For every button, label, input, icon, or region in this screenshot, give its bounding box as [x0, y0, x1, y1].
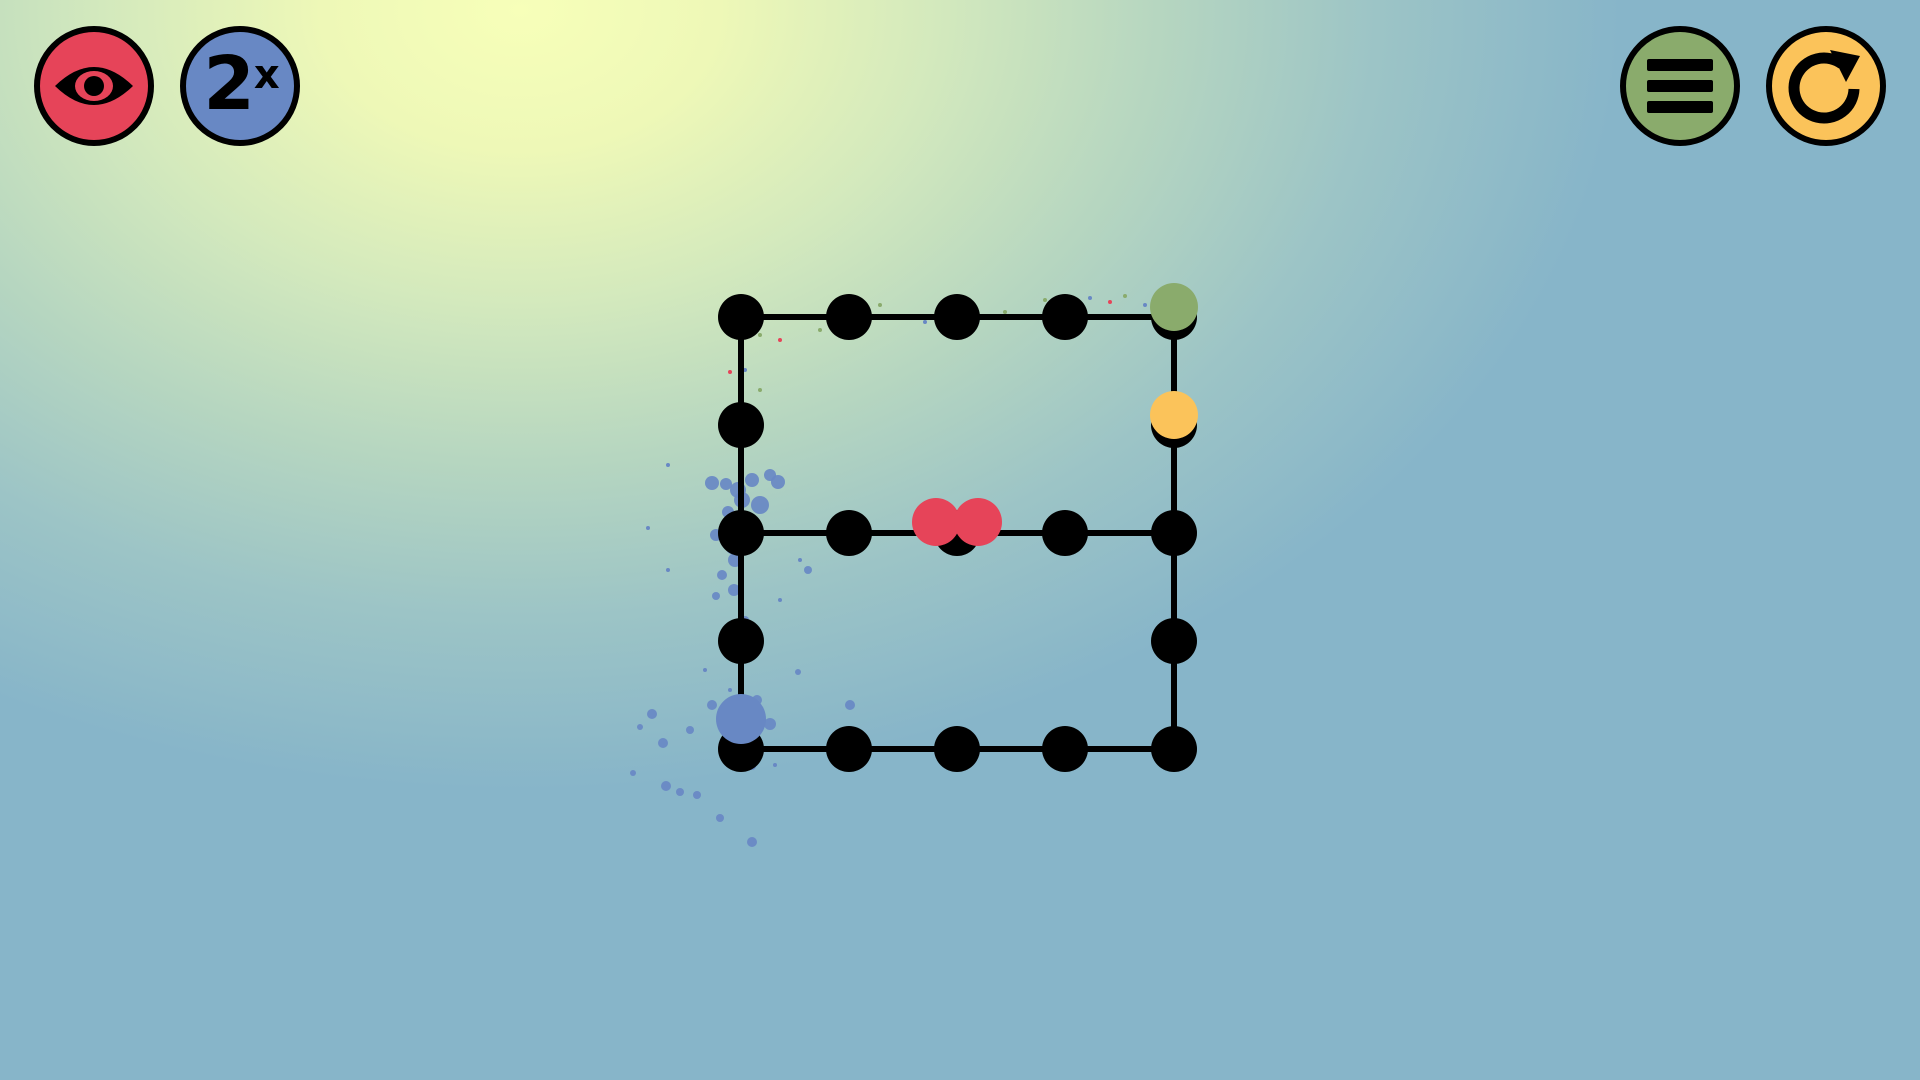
- restart-button[interactable]: [1766, 26, 1886, 146]
- menu-button[interactable]: [1620, 26, 1740, 146]
- paint-drop: [845, 700, 855, 710]
- track-node[interactable]: [718, 618, 764, 664]
- paint-drop: [764, 718, 776, 730]
- speed-suffix: x: [253, 52, 280, 98]
- track-node[interactable]: [1151, 510, 1197, 556]
- paint-drop: [705, 476, 719, 490]
- paint-speck: [758, 388, 762, 392]
- red-ball[interactable]: [912, 498, 960, 546]
- track-node[interactable]: [826, 510, 872, 556]
- paint-drop: [747, 837, 757, 847]
- paint-speck: [666, 463, 670, 467]
- paint-speck: [798, 558, 802, 562]
- speed-number: 2: [203, 41, 254, 127]
- track-node[interactable]: [1151, 726, 1197, 772]
- paint-drop: [720, 478, 732, 490]
- red-ball[interactable]: [954, 498, 1002, 546]
- paint-drop: [647, 709, 657, 719]
- track-node[interactable]: [1151, 618, 1197, 664]
- eye-icon: [55, 67, 133, 105]
- visibility-toggle-button[interactable]: [34, 26, 154, 146]
- paint-drop: [716, 814, 724, 822]
- paint-drop: [771, 475, 785, 489]
- hamburger-menu-icon: [1647, 59, 1713, 113]
- paint-drop: [751, 496, 769, 514]
- paint-speck: [1043, 298, 1047, 302]
- paint-drop: [745, 473, 759, 487]
- track-node[interactable]: [1042, 726, 1088, 772]
- paint-speck: [778, 598, 782, 602]
- paint-drop: [795, 669, 801, 675]
- paint-speck: [878, 303, 882, 307]
- paint-speck: [1003, 310, 1007, 314]
- restart-icon: [1788, 50, 1860, 124]
- paint-speck: [778, 338, 782, 342]
- paint-drop: [637, 724, 643, 730]
- paint-drop: [728, 584, 740, 596]
- track-node[interactable]: [934, 294, 980, 340]
- paint-drop: [661, 781, 671, 791]
- colored-balls: [716, 283, 1198, 744]
- track-node[interactable]: [718, 402, 764, 448]
- paint-speck: [1088, 296, 1092, 300]
- track-node[interactable]: [718, 294, 764, 340]
- paint-speck: [818, 328, 822, 332]
- green-ball[interactable]: [1150, 283, 1198, 331]
- paint-speck: [1123, 294, 1127, 298]
- paint-speck: [773, 763, 777, 767]
- paint-drop: [804, 566, 812, 574]
- paint-speck: [1108, 300, 1112, 304]
- track-node[interactable]: [826, 294, 872, 340]
- paint-speck: [1143, 303, 1147, 307]
- paint-speck: [646, 526, 650, 530]
- track-node[interactable]: [1042, 294, 1088, 340]
- paint-speck: [703, 668, 707, 672]
- paint-drop: [686, 726, 694, 734]
- paint-drop: [717, 570, 727, 580]
- track-node[interactable]: [934, 726, 980, 772]
- paint-drop: [707, 700, 717, 710]
- track-node[interactable]: [826, 726, 872, 772]
- speed-label: 2 x: [203, 41, 280, 127]
- blue-ball[interactable]: [716, 694, 766, 744]
- yellow-ball[interactable]: [1150, 391, 1198, 439]
- paint-drop: [630, 770, 636, 776]
- paint-drop: [693, 791, 701, 799]
- track-node[interactable]: [718, 510, 764, 556]
- paint-drop: [658, 738, 668, 748]
- paint-drop: [712, 592, 720, 600]
- speed-toggle-button[interactable]: 2 x: [180, 26, 300, 146]
- paint-speck: [923, 320, 927, 324]
- track-node[interactable]: [1042, 510, 1088, 556]
- paint-speck: [728, 370, 732, 374]
- paint-drop: [676, 788, 684, 796]
- paint-speck: [666, 568, 670, 572]
- paint-speck: [728, 688, 732, 692]
- paint-speck: [758, 333, 762, 337]
